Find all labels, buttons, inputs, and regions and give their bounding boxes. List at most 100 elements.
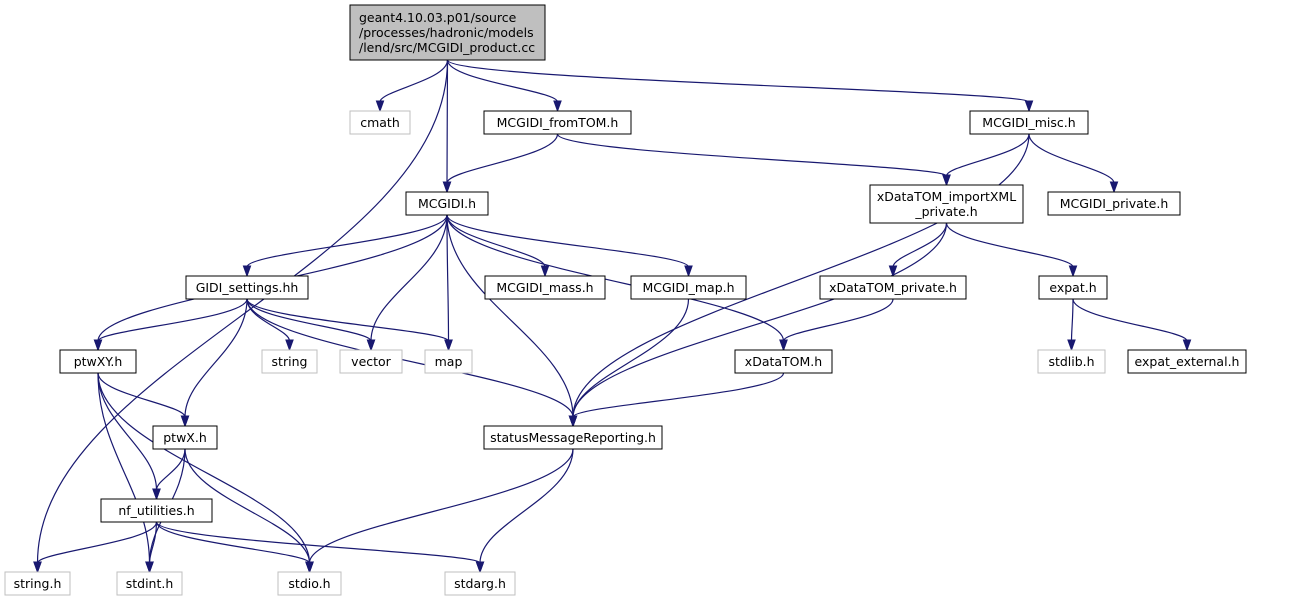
edge-line bbox=[308, 448, 574, 564]
node-string_h: string.h bbox=[4, 571, 71, 596]
edge-gidi_settings-to-ptwX bbox=[180, 298, 248, 428]
edge-line bbox=[945, 133, 1030, 177]
edge-importXML-to-xdt_private bbox=[888, 222, 948, 278]
edge-smr-to-stdarg bbox=[475, 448, 574, 574]
edge-line bbox=[446, 133, 559, 184]
edge-expat-to-expat_external bbox=[1072, 298, 1192, 352]
arrowhead bbox=[1182, 339, 1192, 352]
arrowhead bbox=[475, 561, 485, 574]
edge-line bbox=[782, 298, 894, 342]
node-box bbox=[483, 110, 632, 135]
edge-line bbox=[97, 372, 186, 418]
node-fromTOM[interactable]: MCGIDI_fromTOM.h bbox=[483, 110, 632, 135]
node-box bbox=[59, 349, 137, 374]
node-box bbox=[1127, 349, 1247, 374]
node-xDataTOM[interactable]: xDataTOM.h bbox=[734, 349, 833, 374]
node-label: xDataTOM_private.h bbox=[829, 280, 957, 295]
edge-line bbox=[148, 521, 158, 564]
node-label: MCGIDI_private.h bbox=[1060, 196, 1169, 211]
node-expat[interactable]: expat.h bbox=[1038, 275, 1108, 300]
edge-line bbox=[446, 59, 559, 103]
edge-line bbox=[97, 372, 151, 564]
arrowhead bbox=[152, 488, 161, 501]
node-xdt_private[interactable]: xDataTOM_private.h bbox=[819, 275, 967, 300]
node-box bbox=[444, 571, 516, 596]
node-mass[interactable]: MCGIDI_mass.h bbox=[484, 275, 606, 300]
arrowhead bbox=[779, 339, 788, 352]
edge-line bbox=[155, 448, 186, 491]
node-string: string bbox=[261, 349, 318, 374]
node-importXML[interactable]: xDataTOM_importXML_private.h bbox=[869, 184, 1024, 224]
arrowhead bbox=[285, 339, 294, 352]
edge-expat-to-stdlib bbox=[1067, 298, 1076, 352]
node-stdlib: stdlib.h bbox=[1037, 349, 1106, 374]
edge-ptwXY-to-stdint bbox=[97, 372, 154, 574]
edge-line bbox=[446, 214, 785, 342]
edge-nf_utilities-to-stdint bbox=[145, 521, 158, 574]
edge-mcgidi-to-gidi_settings bbox=[242, 214, 448, 278]
edge-line bbox=[892, 222, 948, 268]
node-map: map bbox=[424, 349, 473, 374]
edge-smr-to-stdio bbox=[305, 448, 574, 574]
node-label: MCGIDI_misc.h bbox=[982, 115, 1075, 130]
node-map_h[interactable]: MCGIDI_map.h bbox=[630, 275, 747, 300]
edge-mcgidi-to-mass bbox=[446, 214, 550, 278]
edge-xdt_private-to-xDataTOM bbox=[779, 298, 894, 352]
node-label: stdlib.h bbox=[1048, 354, 1094, 369]
edge-line bbox=[97, 372, 158, 491]
node-box bbox=[349, 110, 411, 135]
arrowhead bbox=[33, 561, 42, 574]
edge-fromTOM-to-mcgidi bbox=[442, 133, 559, 194]
node-box bbox=[869, 184, 1024, 224]
arrowhead bbox=[540, 265, 550, 278]
node-smr[interactable]: statusMessageReporting.h bbox=[483, 425, 663, 450]
arrowhead bbox=[145, 561, 154, 574]
edge-line bbox=[572, 372, 785, 418]
node-gidi_settings[interactable]: GIDI_settings.hh bbox=[185, 275, 309, 300]
arrowhead bbox=[888, 265, 898, 278]
edge-line bbox=[370, 214, 448, 342]
node-ptwXY[interactable]: ptwXY.h bbox=[59, 349, 137, 374]
node-nf_utilities[interactable]: nf_utilities.h bbox=[100, 498, 213, 523]
node-label: MCGIDI_fromTOM.h bbox=[497, 115, 619, 130]
node-expat_external[interactable]: expat_external.h bbox=[1127, 349, 1247, 374]
edge-map_h-to-smr bbox=[568, 298, 690, 428]
node-box bbox=[100, 498, 213, 523]
node-vector: vector bbox=[339, 349, 403, 374]
edge-line bbox=[1070, 298, 1074, 342]
edge-line bbox=[446, 59, 1030, 103]
node-label: /processes/hadronic/models bbox=[359, 25, 534, 40]
edge-line bbox=[446, 214, 690, 268]
edge-line bbox=[36, 59, 449, 564]
node-label: xDataTOM.h bbox=[745, 354, 822, 369]
node-box bbox=[1037, 349, 1106, 374]
node-box bbox=[484, 275, 606, 300]
node-ptwX[interactable]: ptwX.h bbox=[152, 425, 218, 450]
edge-line bbox=[1028, 133, 1115, 184]
node-misc[interactable]: MCGIDI_misc.h bbox=[969, 110, 1089, 135]
node-box bbox=[405, 191, 489, 216]
edge-line bbox=[36, 521, 158, 564]
arrowhead bbox=[375, 100, 385, 113]
node-box bbox=[483, 425, 663, 450]
arrowhead bbox=[305, 561, 314, 574]
arrowhead bbox=[180, 415, 190, 428]
edge-root-to-mcgidi bbox=[442, 59, 452, 194]
node-mcgidi_private[interactable]: MCGIDI_private.h bbox=[1047, 191, 1181, 216]
node-mcgidi[interactable]: MCGIDI.h bbox=[405, 191, 489, 216]
edge-ptwXY-to-ptwX bbox=[97, 372, 190, 428]
arrowhead bbox=[942, 174, 951, 187]
node-label: expat_external.h bbox=[1135, 354, 1240, 369]
edge-line bbox=[97, 372, 311, 564]
edge-misc-to-mcgidi_private bbox=[1028, 133, 1119, 194]
edge-line bbox=[446, 214, 546, 268]
arrowhead bbox=[684, 265, 693, 278]
edge-line bbox=[446, 214, 574, 418]
node-box bbox=[339, 349, 403, 374]
edge-mcgidi-to-map_h bbox=[446, 214, 693, 278]
edge-root-to-fromTOM bbox=[446, 59, 562, 113]
edge-line bbox=[446, 214, 450, 342]
arrowhead bbox=[1067, 339, 1076, 352]
node-box bbox=[969, 110, 1089, 135]
node-cmath: cmath bbox=[349, 110, 411, 135]
